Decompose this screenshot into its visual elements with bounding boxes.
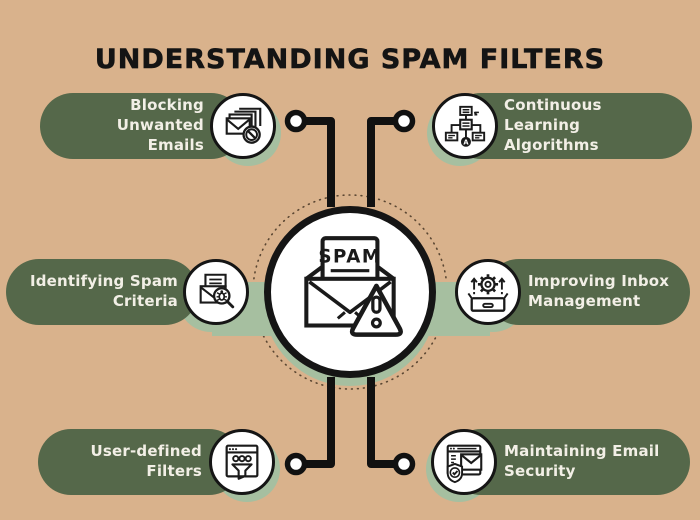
pill-label: User-defined Filters (90, 442, 202, 480)
pill-label: Maintaining Email Security (504, 442, 660, 480)
icon-badge-blocking (210, 93, 276, 159)
algorithm-node-label: A (463, 138, 469, 146)
pill-label: Blocking Unwanted Emails (116, 96, 204, 154)
inbox-gear-icon (467, 274, 509, 312)
icon-badge-algorithms: A (432, 93, 498, 159)
icon-badge-security (431, 429, 497, 495)
icon-badge-filters (209, 429, 275, 495)
pill-blocking-unwanted-emails: Blocking Unwanted Emails (40, 93, 244, 159)
spam-label: SPAM (318, 247, 381, 268)
email-security-icon (446, 444, 483, 484)
page-title: UNDERSTANDING SPAM FILTERS (94, 44, 606, 76)
pill-identifying-spam-criteria: Identifying Spam Criteria (6, 259, 198, 325)
pill-label: Identifying Spam Criteria (29, 272, 178, 310)
icon-badge-inbox (455, 259, 521, 325)
pill-label: Improving Inbox Management (528, 272, 670, 310)
spam-envelope-warning-icon: SPAM (304, 236, 403, 337)
pill-user-defined-filters: User-defined Filters (38, 429, 242, 495)
spam-search-icon (199, 273, 235, 309)
pill-label: Continuous Learning Algorithms (504, 96, 602, 154)
blocked-emails-icon (225, 107, 262, 144)
icon-badge-identifying (183, 259, 249, 325)
filter-window-icon (225, 444, 259, 480)
algorithm-icon: A (444, 105, 486, 147)
center-hub: SPAM (264, 206, 436, 378)
